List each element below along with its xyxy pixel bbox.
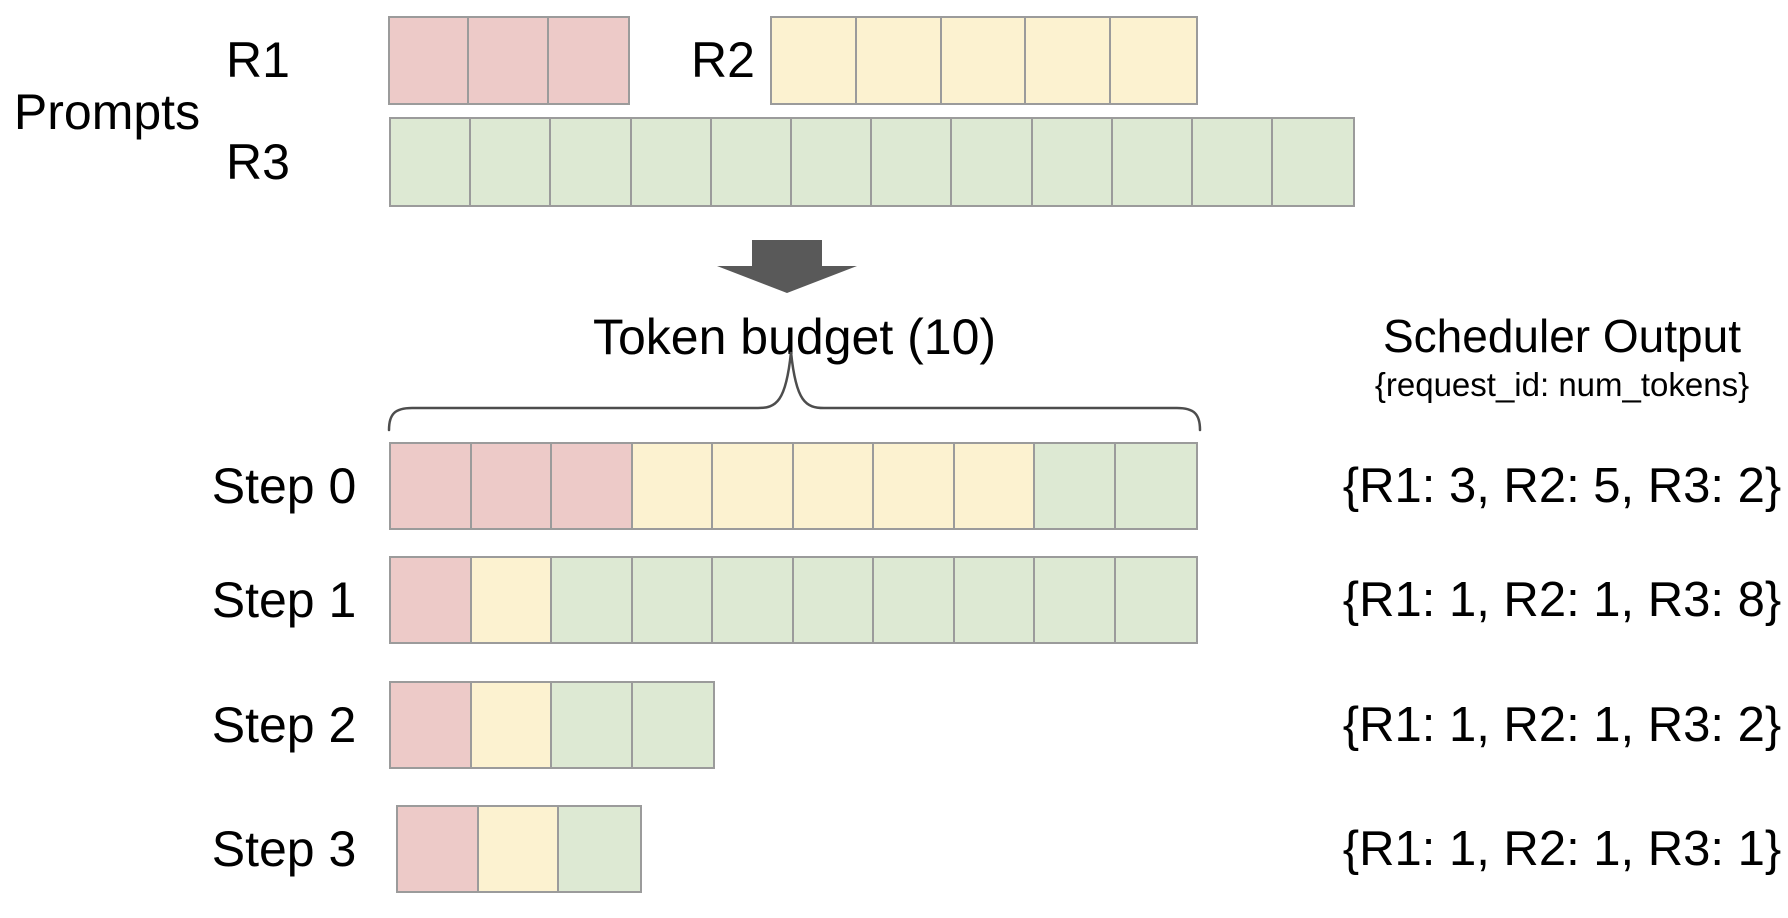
step-1-row: [389, 556, 1198, 644]
token-cell-r1: [552, 444, 633, 528]
token-cell-r2: [772, 18, 857, 103]
prompt-r3-label: R3: [226, 134, 290, 190]
step-0-row: [389, 442, 1198, 530]
token-cell-r2: [793, 444, 874, 528]
token-cell-r1: [548, 18, 628, 103]
token-cell-r1: [390, 18, 470, 103]
down-arrow-icon: [717, 240, 857, 293]
token-cell-r3: [952, 119, 1033, 205]
token-cell-r2: [471, 558, 552, 642]
token-cell-r3: [793, 558, 874, 642]
token-cell-r3: [1035, 558, 1116, 642]
step-3-output: {R1: 1, R2: 1, R3: 1}: [1342, 822, 1782, 876]
step-1-label: Step 1: [211, 572, 357, 628]
token-cell-r1: [391, 558, 472, 642]
token-cell-r3: [872, 119, 953, 205]
token-cell-r3: [632, 558, 713, 642]
token-cell-r2: [1111, 18, 1196, 103]
token-budget-brace: [387, 351, 1202, 432]
token-cell-r1: [391, 444, 472, 528]
step-1-output: {R1: 1, R2: 1, R3: 8}: [1342, 573, 1782, 627]
token-cell-r3: [1273, 119, 1354, 205]
token-cell-r2: [632, 444, 713, 528]
token-cell-r3: [1115, 444, 1196, 528]
step-0-label: Step 0: [211, 458, 357, 514]
step-3-label: Step 3: [211, 821, 357, 877]
token-cell-r3: [791, 119, 873, 205]
brace-path: [387, 351, 1202, 432]
token-cell-r3: [1192, 119, 1274, 205]
token-cell-r3: [1115, 558, 1196, 642]
token-cell-r1: [391, 683, 472, 767]
token-cell-r2: [941, 18, 1027, 103]
step-2-output: {R1: 1, R2: 1, R3: 2}: [1342, 698, 1782, 752]
token-cell-r3: [954, 558, 1035, 642]
prompt-r2-row: [770, 16, 1198, 105]
token-cell-r3: [874, 558, 955, 642]
token-cell-r3: [711, 119, 792, 205]
token-cell-r3: [631, 119, 712, 205]
step-3-row: [396, 805, 642, 893]
token-cell-r2: [471, 683, 552, 767]
token-cell-r3: [632, 683, 713, 767]
token-cell-r1: [398, 807, 479, 891]
step-2-row: [389, 681, 715, 769]
token-cell-r3: [1032, 119, 1113, 205]
scheduler-output-title: Scheduler Output: [1382, 310, 1741, 362]
token-cell-r1: [469, 18, 549, 103]
token-cell-r2: [954, 444, 1035, 528]
prompt-r1-label: R1: [226, 32, 290, 88]
token-cell-r2: [874, 444, 955, 528]
token-cell-r3: [552, 558, 633, 642]
token-budget-label: Token budget (10): [592, 309, 997, 365]
token-cell-r1: [471, 444, 552, 528]
step-0-output: {R1: 3, R2: 5, R3: 2}: [1342, 459, 1782, 513]
token-cell-r3: [559, 807, 640, 891]
prompt-r2-label: R2: [691, 32, 755, 88]
token-cell-r2: [478, 807, 559, 891]
token-cell-r2: [856, 18, 942, 103]
prompt-r1-row: [388, 16, 630, 105]
token-cell-r2: [1026, 18, 1112, 103]
prompts-section-label: Prompts: [13, 84, 201, 140]
token-cell-r3: [1112, 119, 1193, 205]
token-cell-r3: [552, 683, 633, 767]
token-cell-r3: [1035, 444, 1116, 528]
token-cell-r2: [713, 444, 794, 528]
token-cell-r3: [713, 558, 794, 642]
token-cell-r3: [471, 119, 552, 205]
token-cell-r3: [391, 119, 472, 205]
prompt-r3-row: [389, 117, 1356, 207]
down-arrow-shape: [717, 240, 857, 293]
scheduler-output-subtitle: {request_id: num_tokens}: [1374, 366, 1750, 403]
step-2-label: Step 2: [211, 697, 357, 753]
token-cell-r3: [551, 119, 632, 205]
